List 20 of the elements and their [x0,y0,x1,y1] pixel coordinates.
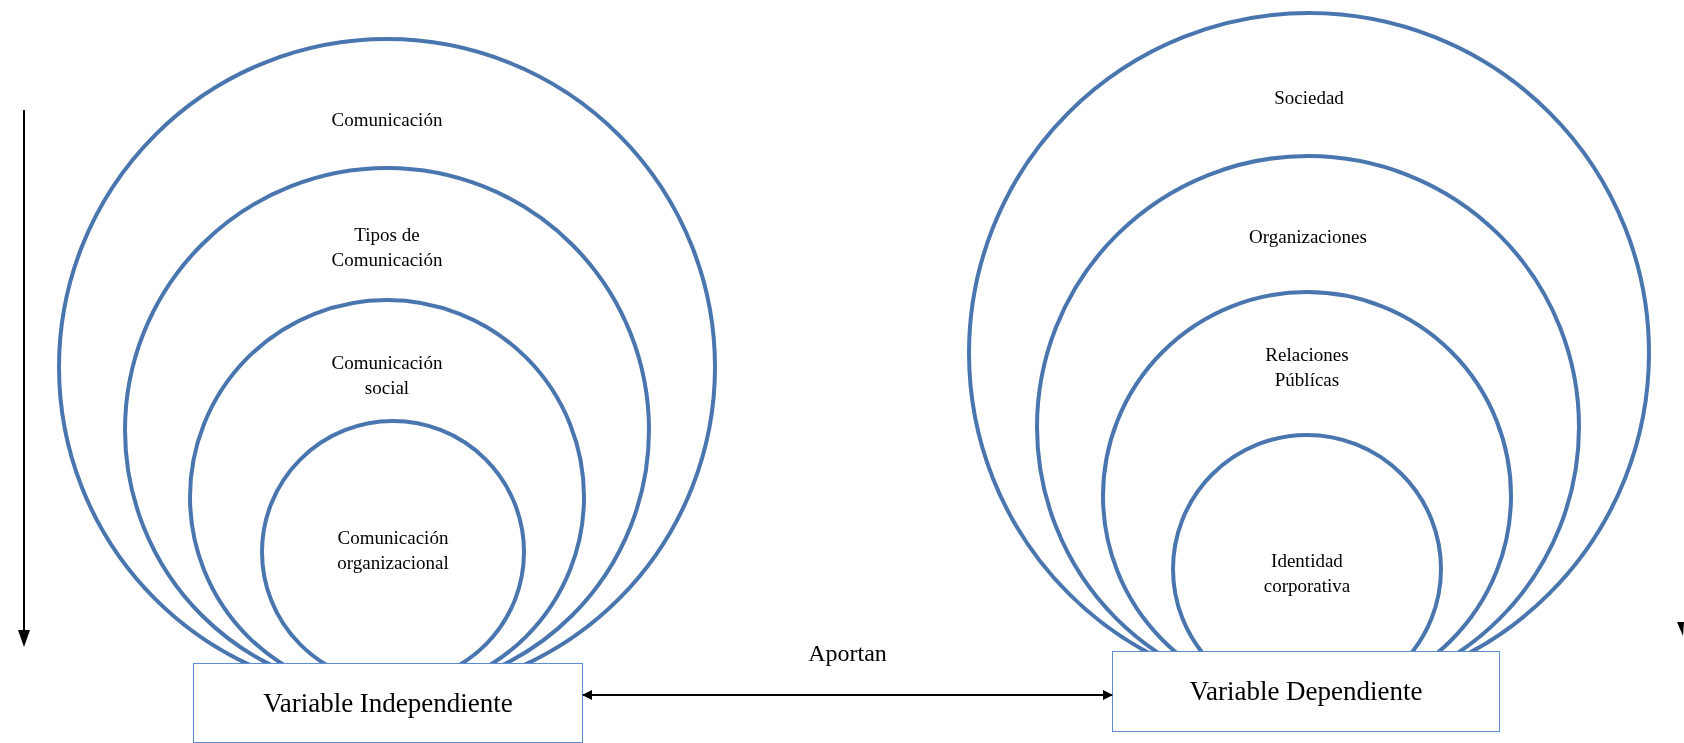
circle-label: Identidad corporativa [1262,549,1352,598]
circle-label: Comunicación [330,108,444,132]
circle-label: Relaciones Públícas [1264,343,1350,392]
circle-label: Tipos de Comunicación [330,223,444,272]
circle-arc [188,298,586,663]
circle-arc [260,419,526,663]
circle-arc [967,11,1651,651]
circle-label: Comunicación social [330,351,444,400]
circle-label: Comunicación organizacional [336,526,450,575]
circle-arc [1035,154,1581,651]
circle-arc [1171,433,1443,651]
circle-label: Organizaciones [1248,225,1368,249]
circle-arc [123,166,651,663]
circle-label: Sociedad [1273,86,1345,110]
circle-arc [1101,290,1513,651]
edge-label: Aportan [807,640,888,667]
circle-arc [57,37,717,663]
double-arrow [582,690,1113,700]
variable-box: Variable Independiente [193,663,583,743]
variable-box: Variable Dependiente [1112,651,1500,732]
